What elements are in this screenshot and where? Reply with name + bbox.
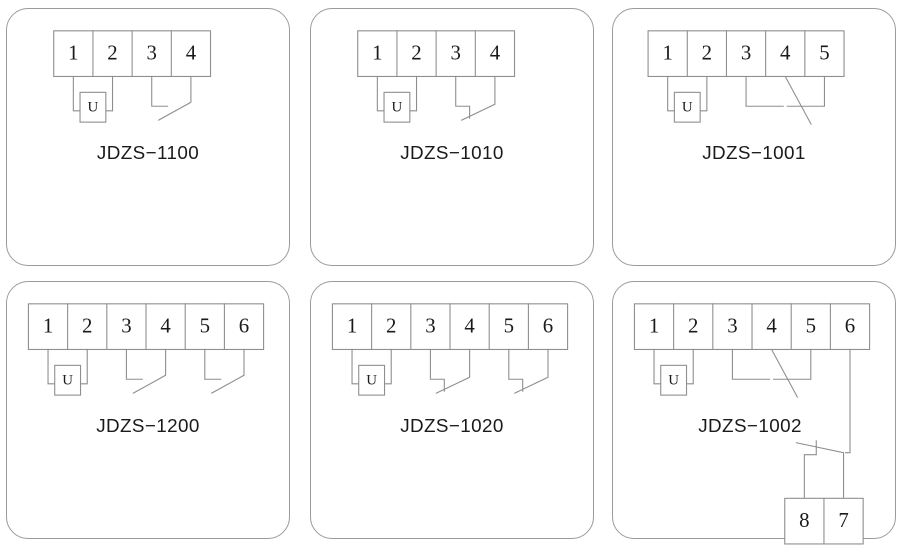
terminal-number: 4 (186, 40, 197, 64)
model-label: JDZS−1001 (702, 142, 806, 163)
terminal-number: 2 (82, 313, 92, 337)
coil-leads (47, 348, 88, 385)
coil-box (54, 364, 82, 396)
terminal-number: 2 (107, 40, 117, 64)
terminal-number: 3 (147, 40, 157, 64)
terminal-number: 6 (543, 313, 553, 337)
terminal-number: 4 (464, 313, 475, 337)
coil-box (358, 364, 386, 396)
terminal-number: 1 (347, 313, 357, 337)
coil-leads (72, 75, 114, 112)
aux-feed-wire (844, 348, 851, 454)
terminal-number: 3 (425, 313, 435, 337)
terminal-number: 1 (68, 40, 78, 64)
model-label: JDZS−1020 (400, 415, 504, 436)
model-label: JDZS−1200 (96, 415, 200, 436)
coil-symbol: U (62, 373, 73, 389)
model-label: JDZS−1002 (698, 415, 802, 436)
terminal-number: 3 (741, 40, 751, 64)
terminal-number: 2 (386, 313, 396, 337)
make-contact (204, 348, 245, 394)
make-contact (151, 75, 192, 121)
coil-symbol: U (366, 373, 377, 389)
changeover-contact (731, 348, 812, 398)
coil-symbol: U (682, 100, 693, 116)
coil-leads (376, 75, 418, 112)
terminal-number: 2 (702, 40, 712, 64)
break-contact (508, 348, 549, 394)
terminal-number: 4 (490, 40, 501, 64)
aux-contact-stub (803, 440, 817, 499)
changeover-contact (745, 75, 825, 125)
terminal-number: 4 (766, 313, 777, 337)
terminal-number: 2 (688, 313, 698, 337)
coil-box (79, 91, 107, 123)
terminal-number: 5 (819, 40, 829, 64)
model-label: JDZS−1100 (97, 142, 199, 163)
break-contact (429, 348, 471, 394)
terminal-block-outline (647, 30, 845, 78)
coil-symbol: U (88, 100, 99, 116)
model-label: JDZS−1010 (400, 142, 504, 163)
terminal-number: 4 (160, 313, 171, 337)
coil-box (673, 91, 701, 123)
aux-contact-blade (795, 442, 845, 499)
coil-box (660, 364, 688, 396)
coil-leads (667, 75, 708, 112)
coil-leads (653, 348, 694, 385)
coil-leads (351, 348, 392, 385)
terminal-number: 1 (43, 313, 53, 337)
terminal-number: 1 (372, 40, 382, 64)
coil-symbol: U (668, 373, 679, 389)
terminal-number: 4 (780, 40, 791, 64)
terminal-number: 5 (504, 313, 514, 337)
terminal-number: 1 (662, 40, 672, 64)
terminal-number: 6 (239, 313, 249, 337)
break-contact (455, 75, 496, 121)
make-contact (125, 348, 167, 394)
coil-symbol: U (392, 100, 403, 116)
coil-box (383, 91, 411, 123)
terminal-number: 3 (121, 313, 131, 337)
terminal-number: 6 (845, 313, 855, 337)
terminal-number: 1 (649, 313, 659, 337)
terminal-number: 3 (727, 313, 737, 337)
terminal-number: 2 (411, 40, 421, 64)
terminal-number: 3 (451, 40, 461, 64)
terminal-number: 5 (200, 313, 210, 337)
terminal-number: 5 (806, 313, 816, 337)
aux-terminal-number: 7 (838, 508, 848, 532)
aux-terminal-number: 8 (799, 508, 809, 532)
